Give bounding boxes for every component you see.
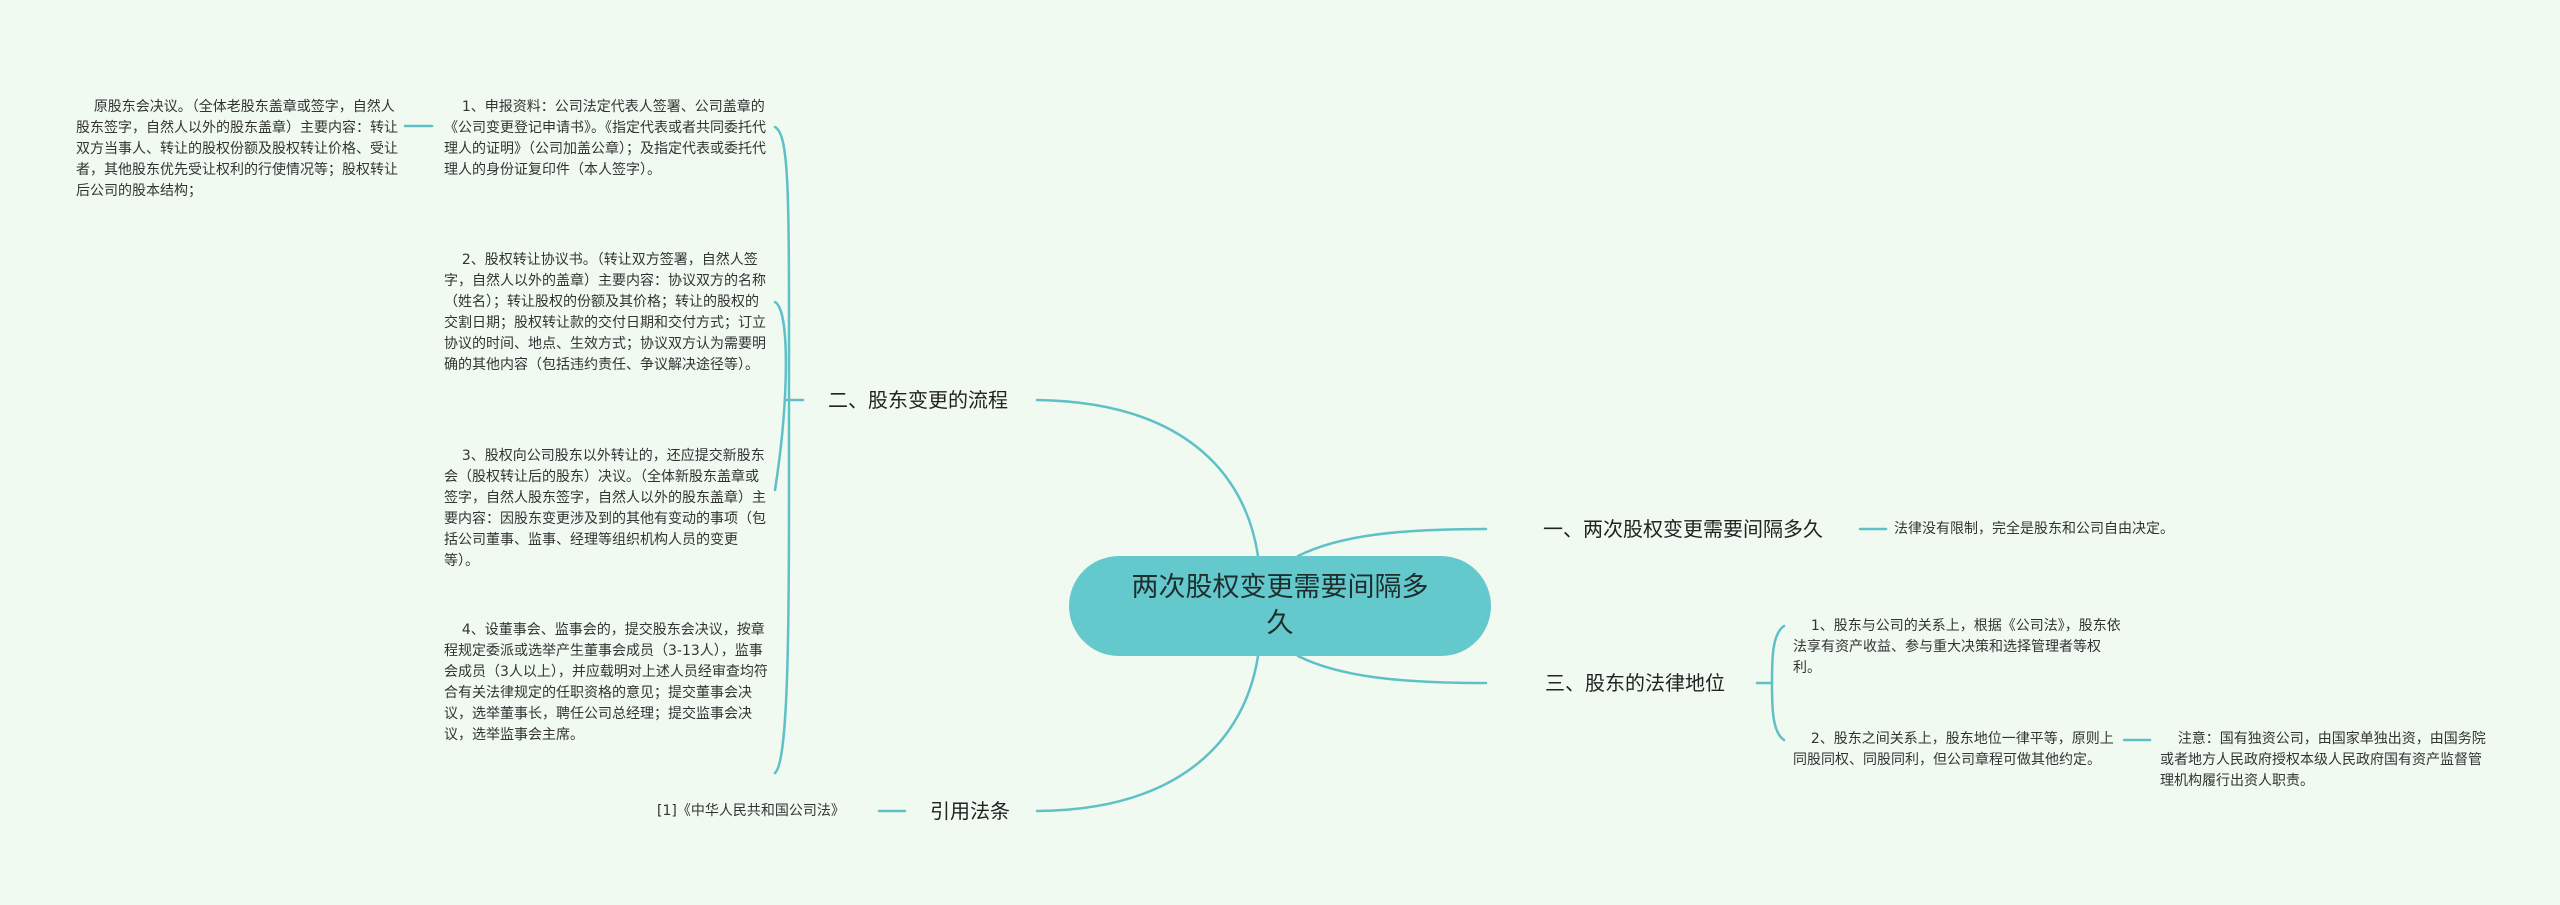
branch-node-interval[interactable]: 一、两次股权变更需要间隔多久 [1543,515,1823,543]
branch-label: 引用法条 [930,799,1010,823]
leaf-text: 法律没有限制，完全是股东和公司自由决定。 [1894,521,2174,537]
branch-node-change-process[interactable]: 二、股东变更的流程 [828,386,1008,414]
leaf-node-application-materials[interactable]: 1、申报资料：公司法定代表人签署、公司盖章的《公司变更登记申请书》。《指定代表或… [444,76,769,202]
leaf-text: 1、股东与公司的关系上，根据《公司法》，股东依法享有资产收益、参与重大决策和选择… [1793,618,2121,676]
leaf-text: 原股东会决议。（全体老股东盖章或签字，自然人股东签字，自然人以外的股东盖章）主要… [76,99,398,199]
leaf-node-company-law-citation[interactable]: [1]《中华人民共和国公司法》 [657,801,845,822]
leaf-node-shareholder-company-relation[interactable]: 1、股东与公司的关系上，根据《公司法》，股东依法享有资产收益、参与重大决策和选择… [1793,595,2123,700]
leaf-text: 3、股权向公司股东以外转让的，还应提交新股东会（股权转让后的股东）决议。（全体新… [444,448,766,569]
leaf-text: 4、设董事会、监事会的，提交股东会决议，按章程规定委派或选举产生董事会成员（3-… [444,622,768,743]
leaf-text: 2、股东之间关系上，股东地位一律平等，原则上同股同权、同股同利，但公司章程可做其… [1793,731,2114,768]
leaf-node-transfer-agreement[interactable]: 2、股权转让协议书。（转让双方签署，自然人签字，自然人以外的盖章）主要内容：协议… [444,229,769,397]
leaf-text: [1]《中华人民共和国公司法》 [657,803,845,819]
branch-label: 一、两次股权变更需要间隔多久 [1543,517,1823,541]
branch-label: 三、股东的法律地位 [1545,671,1725,695]
leaf-text: 2、股权转让协议书。（转让双方签署，自然人签字，自然人以外的盖章）主要内容：协议… [444,252,766,373]
leaf-node-shareholder-equality[interactable]: 2、股东之间关系上，股东地位一律平等，原则上同股同权、同股同利，但公司章程可做其… [1793,708,2123,792]
leaf-text: 注意：国有独资公司，由国家单独出资，由国务院或者地方人民政府授权本级人民政府国有… [2160,731,2486,789]
leaf-node-state-owned-note[interactable]: 注意：国有独资公司，由国家单独出资，由国务院或者地方人民政府授权本级人民政府国有… [2160,708,2490,813]
branch-label: 二、股东变更的流程 [828,388,1008,412]
leaf-node-new-shareholder-resolution[interactable]: 3、股权向公司股东以外转让的，还应提交新股东会（股权转让后的股东）决议。（全体新… [444,425,769,593]
leaf-node-board-resolutions[interactable]: 4、设董事会、监事会的，提交股东会决议，按章程规定委派或选举产生董事会成员（3-… [444,599,769,767]
leaf-node-old-shareholder-resolution[interactable]: 原股东会决议。（全体老股东盖章或签字，自然人股东签字，自然人以外的股东盖章）主要… [76,76,401,223]
root-label: 两次股权变更需要间隔多久 [1131,572,1429,639]
leaf-node-no-limit[interactable]: 法律没有限制，完全是股东和公司自由决定。 [1894,519,2174,540]
leaf-text: 1、申报资料：公司法定代表人签署、公司盖章的《公司变更登记申请书》。《指定代表或… [444,99,766,178]
branch-node-legal-status[interactable]: 三、股东的法律地位 [1545,669,1725,697]
branch-node-cited-law[interactable]: 引用法条 [930,797,1010,825]
root-node[interactable]: 两次股权变更需要间隔多久 [1069,556,1491,656]
